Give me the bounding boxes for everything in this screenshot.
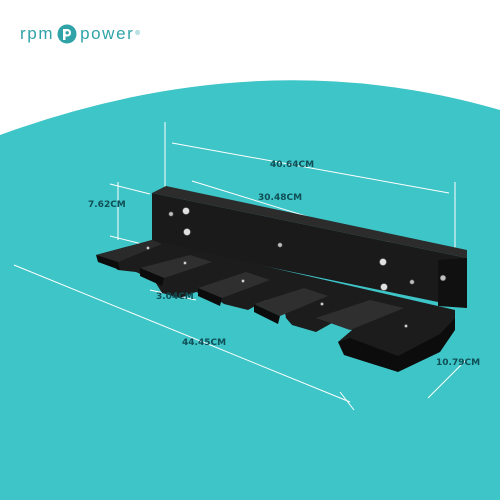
dim-label-slot-gap: 3.04CM <box>156 292 194 302</box>
brand-logo: rpm power ® <box>20 20 141 48</box>
screw-hole <box>168 211 174 217</box>
dim-label-top-inner: 30.48CM <box>258 193 303 203</box>
shelf-prong <box>254 288 328 316</box>
screw-hole <box>182 207 190 215</box>
screw-hole <box>379 258 387 266</box>
brand-name-right: power <box>80 24 135 43</box>
screw-hole <box>404 324 408 328</box>
screw-hole <box>277 242 283 248</box>
mounting-holes <box>168 207 447 291</box>
screw-hole <box>320 302 324 306</box>
dim-label-depth: 10.79CM <box>436 358 481 368</box>
screw-hole <box>439 274 447 282</box>
dim-line-length <box>13 264 351 403</box>
dim-line-depth <box>427 359 467 399</box>
dim-guide-height-top <box>109 183 151 195</box>
trademark-symbol: ® <box>135 31 142 37</box>
bracket-back-plate <box>152 186 467 308</box>
brand-name-left: rpm <box>20 24 55 43</box>
dim-label-top-outer: 40.64CM <box>270 160 315 170</box>
shelf-holes <box>146 246 408 328</box>
screw-hole <box>146 246 150 250</box>
dim-label-length: 44.45CM <box>182 338 227 348</box>
dim-line-top-outer <box>171 142 450 194</box>
shelf-prong <box>198 272 270 298</box>
screw-hole <box>409 279 415 285</box>
screw-hole <box>380 283 388 291</box>
shelf-prong <box>316 300 404 330</box>
screw-hole <box>183 261 187 265</box>
screw-hole <box>241 279 245 283</box>
screw-hole <box>183 228 191 236</box>
rpm-power-logo-mark-icon <box>57 24 77 44</box>
shelf-prong <box>140 255 212 278</box>
dim-label-height: 7.62CM <box>88 200 126 210</box>
dim-guide-length-end <box>339 391 355 411</box>
bracket-shelf <box>96 240 455 372</box>
